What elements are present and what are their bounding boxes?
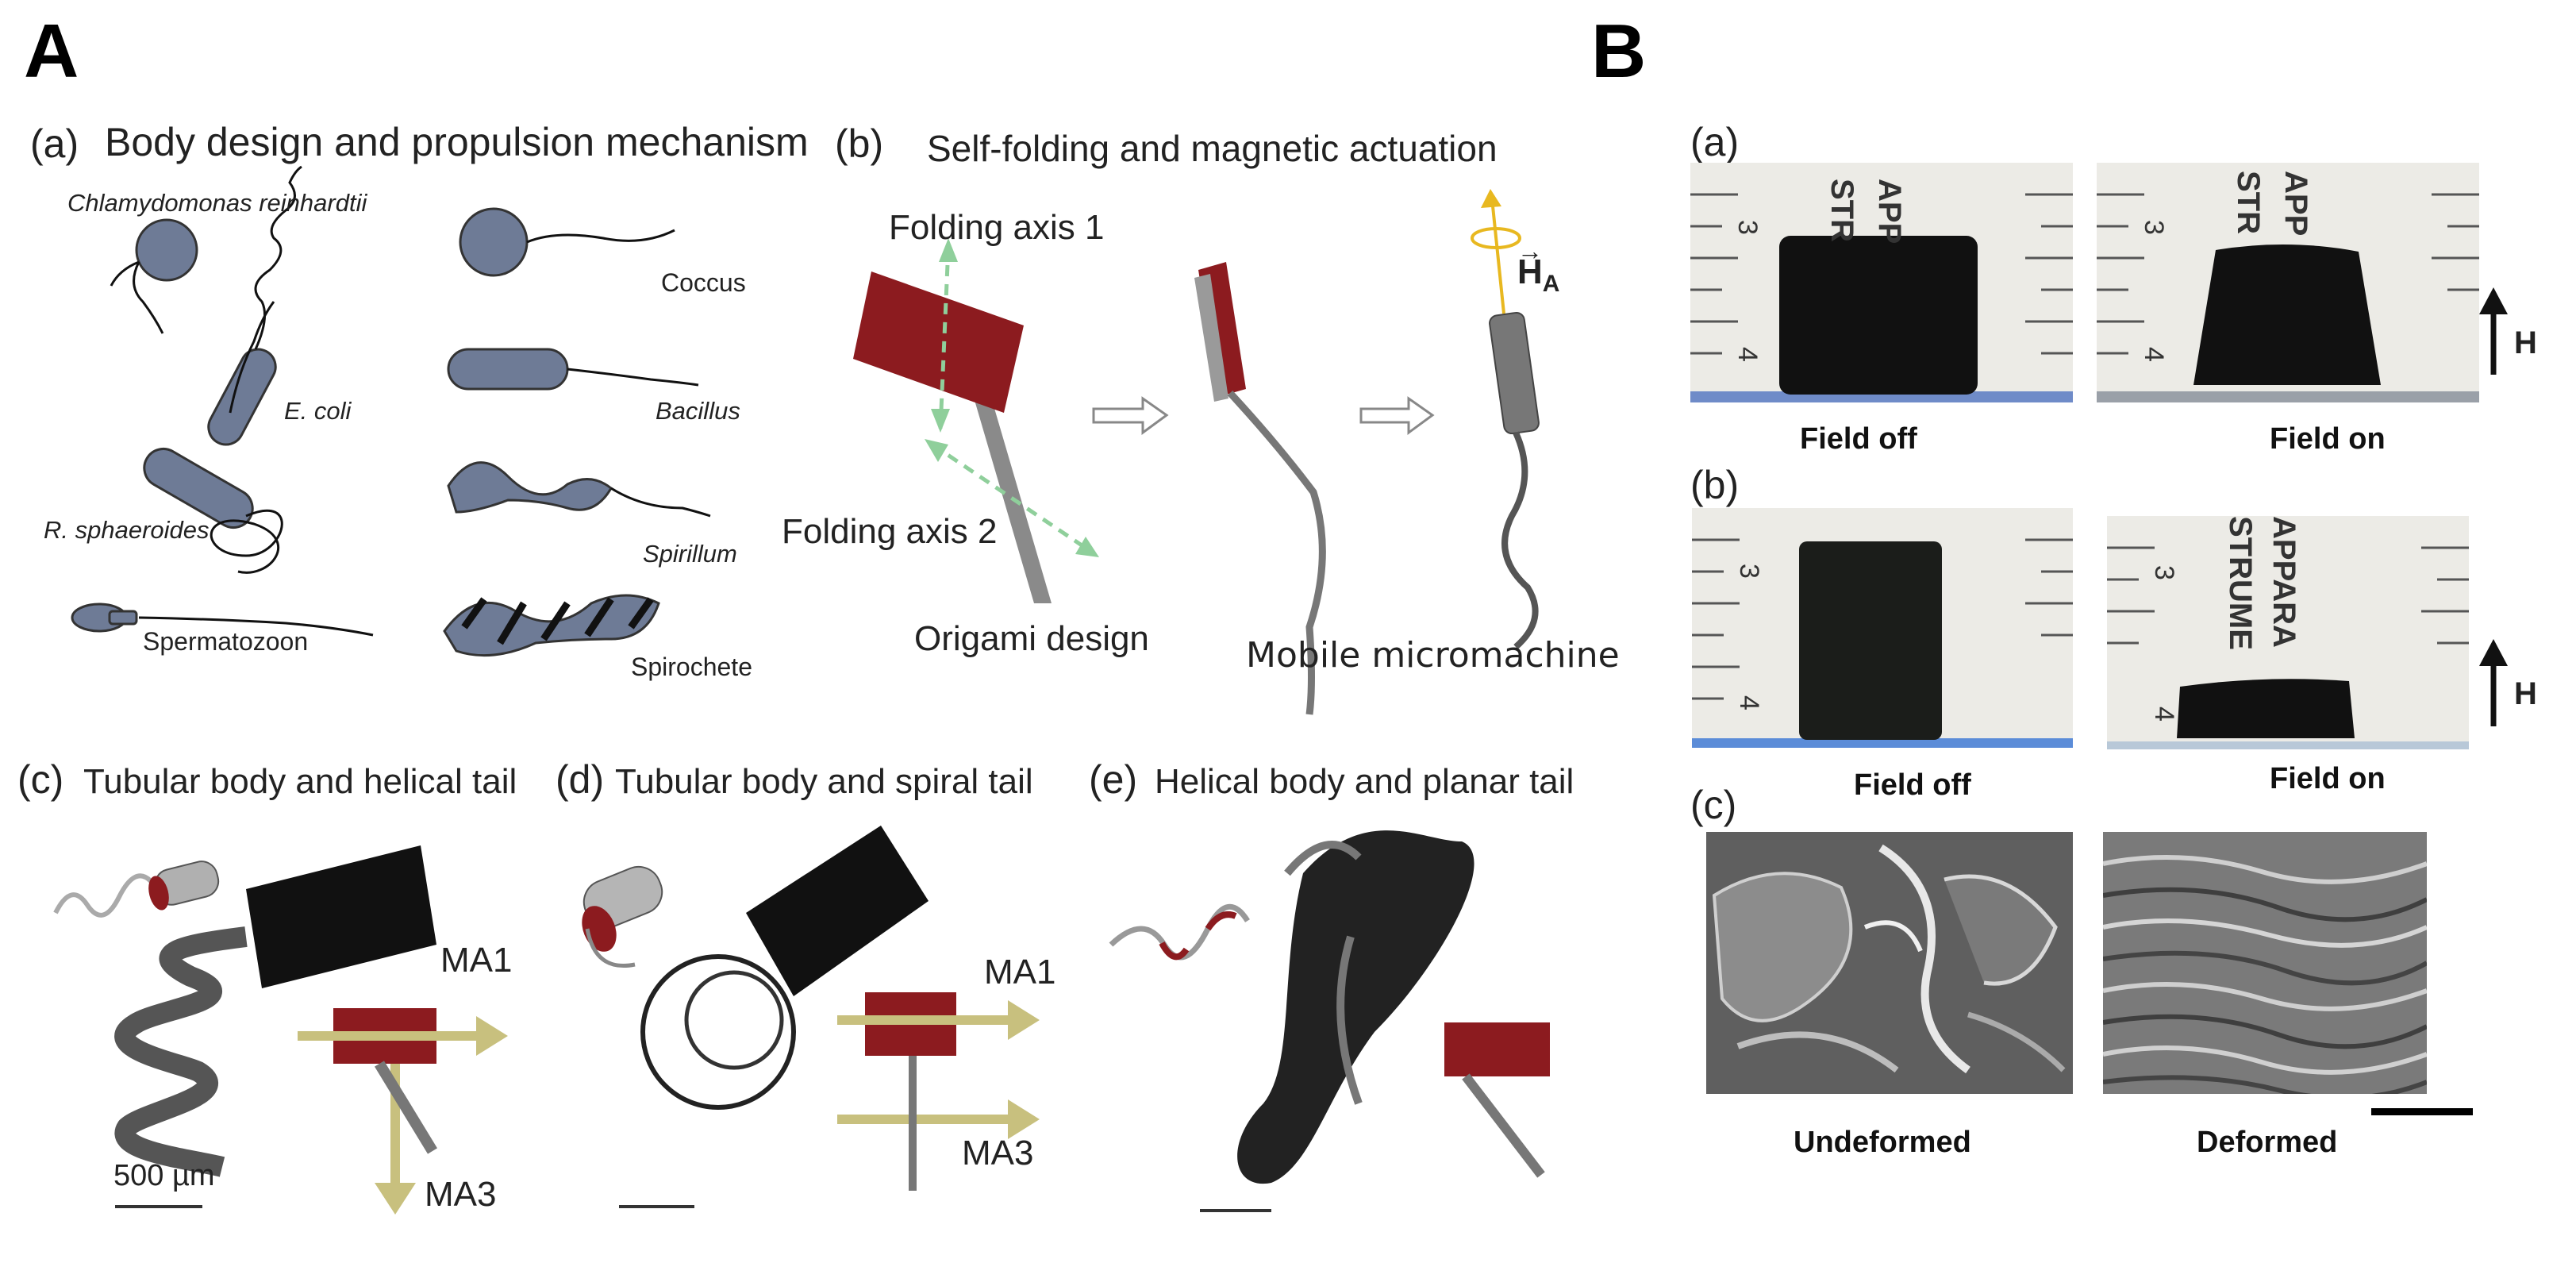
ma3-arrow-icon bbox=[375, 1183, 416, 1215]
label-c-ma3: MA3 bbox=[425, 1175, 497, 1214]
panel-a-e-tag: (e) bbox=[1089, 757, 1138, 802]
ruler-num-4-on: 4 bbox=[2138, 347, 2169, 362]
label-spirillum: Spirillum bbox=[643, 540, 737, 568]
label-undeformed: Undeformed bbox=[1794, 1126, 1971, 1159]
ruler-text-app-on: APP bbox=[2278, 171, 2313, 237]
sample-a-off bbox=[1779, 236, 1978, 395]
ruler-text-str: STR bbox=[1824, 179, 1859, 242]
ma1-arrow-icon bbox=[476, 1016, 508, 1056]
helical-planar-drawing bbox=[1109, 830, 1550, 1212]
spiral-tail-photo bbox=[640, 954, 796, 1110]
panel-a-d-tag: (d) bbox=[556, 757, 605, 802]
ruler-text-appara: APPARA bbox=[2266, 516, 2301, 648]
panel-b-a-tag: (a) bbox=[1690, 120, 1740, 164]
panel-a-e-title: Helical body and planar tail bbox=[1155, 762, 1574, 801]
label-a-field-on: Field on bbox=[2270, 422, 2386, 456]
panel-a-c-tag: (c) bbox=[17, 757, 64, 802]
panel-a-d-title: Tubular body and spiral tail bbox=[615, 762, 1033, 801]
label-a-field-h: H bbox=[2514, 325, 2537, 360]
photo-b-field-off: 3 4 bbox=[1692, 508, 2073, 748]
label-origami-design: Origami design bbox=[914, 619, 1149, 658]
ruler-num-3-b-on: 3 bbox=[2148, 565, 2179, 580]
ruler-num-3-on: 3 bbox=[2138, 220, 2169, 235]
helical-body-photo bbox=[1237, 830, 1474, 1184]
origami-design-drawing bbox=[853, 189, 1540, 715]
rsphaeroides-body bbox=[143, 448, 254, 529]
folded-tube-tail bbox=[1227, 390, 1326, 715]
label-ecoli: E. coli bbox=[284, 397, 352, 425]
label-b-field-off: Field off bbox=[1854, 768, 1971, 802]
label-mobile-micromachine: Mobile micromachine bbox=[1246, 635, 1620, 676]
field-arrow-b-icon bbox=[2479, 639, 2508, 726]
chlamydomonas-body bbox=[135, 218, 198, 282]
sem-scale-bar bbox=[2371, 1108, 2473, 1115]
panel-a-a-title: Body design and propulsion mechanism bbox=[105, 120, 809, 164]
field-arrow-a-icon bbox=[2479, 287, 2508, 375]
panel-b-c-tag: (c) bbox=[1690, 783, 1737, 827]
sample-b-off bbox=[1799, 541, 1942, 740]
micromachine-tail bbox=[1501, 431, 1539, 650]
helical-tail-photo bbox=[114, 926, 248, 1177]
sample-b-on bbox=[2177, 679, 2355, 738]
ruler-num-3: 3 bbox=[1732, 220, 1763, 235]
label-deformed: Deformed bbox=[2197, 1126, 2338, 1159]
label-c-ma1: MA1 bbox=[440, 941, 513, 980]
label-bacillus: Bacillus bbox=[656, 397, 740, 425]
panel-a-c-title: Tubular body and helical tail bbox=[83, 762, 517, 801]
sample-a-on bbox=[2193, 244, 2381, 385]
panel-b-b-tag: (b) bbox=[1690, 463, 1740, 507]
label-spirochete: Spirochete bbox=[631, 653, 752, 681]
panel-a-letter: A bbox=[24, 9, 79, 94]
spirillum-body bbox=[447, 461, 613, 514]
panel-a-a-tag: (a) bbox=[30, 121, 79, 166]
label-chlamydomonas: Chlamydomonas reinhardtii bbox=[67, 189, 367, 217]
panel-b-letter: B bbox=[1591, 9, 1647, 94]
d-ma3-arrow-icon bbox=[1008, 1099, 1040, 1139]
ruler-num-3-b: 3 bbox=[1733, 564, 1764, 579]
spiral-body-photo bbox=[746, 826, 929, 996]
photo-a-field-on: STR APP 3 4 bbox=[2097, 163, 2479, 402]
origami-tail bbox=[967, 373, 1052, 603]
ruler-num-4: 4 bbox=[1732, 347, 1763, 362]
label-scale-500um: 500 µm bbox=[113, 1159, 215, 1192]
photo-a-field-off: STR APP 3 4 bbox=[1690, 163, 2073, 402]
panel-a-b-title: Self-folding and magnetic actuation bbox=[927, 128, 1498, 169]
ecoli-body bbox=[207, 348, 277, 446]
label-b-field-on: Field on bbox=[2270, 762, 2386, 795]
photo-b-field-on: STRUME APPARA 3 4 bbox=[2107, 516, 2469, 749]
tubular-helical-drawing bbox=[53, 845, 508, 1215]
label-spermatozoon: Spermatozoon bbox=[143, 627, 309, 656]
process-arrow-2 bbox=[1359, 396, 1435, 435]
sem-deformed bbox=[2103, 832, 2427, 1094]
label-folding-axis-1: Folding axis 1 bbox=[889, 208, 1105, 247]
label-b-field-h: H bbox=[2514, 676, 2537, 711]
panel-a-b-tag: (b) bbox=[835, 121, 884, 166]
label-coccus: Coccus bbox=[661, 268, 746, 297]
sem-undeformed bbox=[1706, 832, 2073, 1094]
ruler-num-4-b: 4 bbox=[1733, 695, 1764, 710]
ruler-text-strume: STRUME bbox=[2223, 516, 2258, 650]
origami-body bbox=[853, 271, 1024, 413]
ruler-num-4-b-on: 4 bbox=[2148, 707, 2179, 722]
e-magnetic-axis-block bbox=[1444, 1022, 1550, 1076]
label-field-ha: → H A bbox=[1517, 237, 1560, 297]
tubular-body-photo bbox=[246, 845, 436, 988]
tubular-spiral-drawing bbox=[582, 826, 1040, 1208]
ruler-text-str-on: STR bbox=[2231, 171, 2266, 234]
microorganism-drawings bbox=[71, 165, 711, 657]
label-d-ma1: MA1 bbox=[984, 953, 1056, 991]
label-a-field-off: Field off bbox=[1800, 422, 1917, 456]
label-rsphaeroides: R. sphaeroides bbox=[44, 516, 210, 544]
ruler-text-app: APP bbox=[1872, 179, 1907, 244]
rotation-arrow-icon bbox=[1471, 227, 1521, 249]
label-folding-axis-2: Folding axis 2 bbox=[782, 512, 998, 551]
d-ma1-arrow-icon bbox=[1008, 1000, 1040, 1040]
micromachine-body bbox=[1489, 311, 1540, 435]
label-d-ma3: MA3 bbox=[962, 1134, 1034, 1172]
process-arrow-1 bbox=[1092, 396, 1169, 435]
